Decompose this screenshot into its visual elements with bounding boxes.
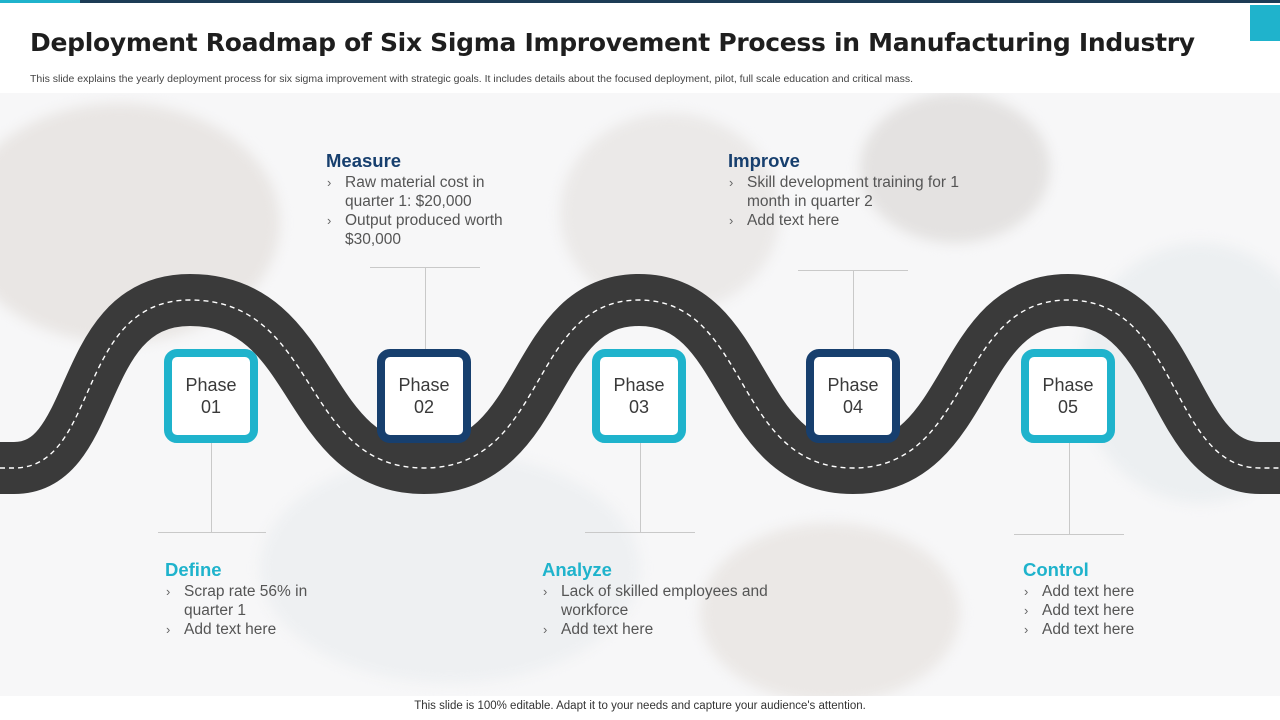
phase-box-03: Phase 03 bbox=[592, 349, 686, 443]
phase-box-05: Phase 05 bbox=[1021, 349, 1115, 443]
analyze-list: ›Lack of skilled employees and workforce… bbox=[542, 582, 792, 639]
define-list: ›Scrap rate 56% in quarter 1 ›Add text h… bbox=[165, 582, 345, 639]
define-heading: Define bbox=[165, 559, 222, 580]
list-item: ›Add text here bbox=[1024, 621, 1135, 638]
bullet-chevron-icon: › bbox=[1024, 622, 1029, 637]
list-item: ›Add text here bbox=[166, 621, 277, 638]
phase-number: 01 bbox=[200, 397, 222, 417]
list-item: ›Lack of skilled employees and workforce bbox=[543, 583, 768, 619]
control-block: Control ›Add text here ›Add text here ›A… bbox=[1023, 560, 1223, 639]
list-item: ›Scrap rate 56% in quarter 1 bbox=[166, 583, 308, 619]
control-heading: Control bbox=[1023, 559, 1089, 580]
bullet-chevron-icon: › bbox=[327, 213, 332, 228]
measure-heading: Measure bbox=[326, 150, 402, 171]
define-block: Define ›Scrap rate 56% in quarter 1 ›Add… bbox=[165, 560, 345, 639]
page-title: Deployment Roadmap of Six Sigma Improvem… bbox=[30, 28, 1195, 57]
list-item: ›Add text here bbox=[1024, 602, 1135, 619]
analyze-block: Analyze ›Lack of skilled employees and w… bbox=[542, 560, 792, 639]
connector-improve-base bbox=[798, 270, 908, 271]
footer-note: This slide is 100% editable. Adapt it to… bbox=[414, 700, 866, 712]
bullet-chevron-icon: › bbox=[543, 584, 548, 599]
measure-list: ›Raw material cost in quarter 1: $20,000… bbox=[326, 173, 536, 249]
control-list: ›Add text here ›Add text here ›Add text … bbox=[1023, 582, 1223, 639]
phase-label: Phase bbox=[398, 375, 450, 395]
connector-measure bbox=[425, 267, 426, 349]
connector-improve bbox=[853, 270, 854, 350]
connector-analyze bbox=[640, 442, 641, 532]
list-item: ›Output produced worth $30,000 bbox=[327, 212, 503, 248]
list-item: ›Add text here bbox=[543, 621, 654, 638]
phase-box-04: Phase 04 bbox=[806, 349, 900, 443]
phase-number: 03 bbox=[628, 397, 650, 417]
connector-analyze-base bbox=[585, 532, 695, 533]
improve-block: Improve ›Skill development training for … bbox=[728, 151, 978, 230]
phase-number: 04 bbox=[842, 397, 864, 417]
phase-box-02: Phase 02 bbox=[377, 349, 471, 443]
improve-heading: Improve bbox=[728, 150, 800, 171]
connector-measure-base bbox=[370, 267, 480, 268]
connector-control bbox=[1069, 442, 1070, 534]
bullet-chevron-icon: › bbox=[729, 175, 734, 190]
bullet-chevron-icon: › bbox=[729, 213, 734, 228]
analyze-heading: Analyze bbox=[542, 559, 612, 580]
bullet-chevron-icon: › bbox=[1024, 603, 1029, 618]
bullet-chevron-icon: › bbox=[1024, 584, 1029, 599]
list-item: ›Raw material cost in quarter 1: $20,000 bbox=[327, 174, 485, 210]
corner-accent-square bbox=[1250, 5, 1280, 41]
phase-label: Phase bbox=[1042, 375, 1094, 395]
connector-define bbox=[211, 442, 212, 532]
connector-define-base bbox=[158, 532, 266, 533]
phase-box-01: Phase 01 bbox=[164, 349, 258, 443]
bullet-chevron-icon: › bbox=[166, 584, 171, 599]
bullet-chevron-icon: › bbox=[166, 622, 171, 637]
list-item: ›Add text here bbox=[729, 212, 840, 229]
measure-block: Measure ›Raw material cost in quarter 1:… bbox=[326, 151, 536, 249]
photo-blob bbox=[860, 93, 1050, 243]
phase-number: 05 bbox=[1057, 397, 1079, 417]
phase-label: Phase bbox=[613, 375, 665, 395]
top-rule bbox=[0, 0, 1280, 3]
improve-list: ›Skill development training for 1 month … bbox=[728, 173, 978, 230]
page-subtitle: This slide explains the yearly deploymen… bbox=[30, 73, 914, 85]
phase-label: Phase bbox=[185, 375, 237, 395]
list-item: ›Skill development training for 1 month … bbox=[729, 174, 959, 210]
road-center-line bbox=[0, 299, 1280, 469]
phase-label: Phase bbox=[827, 375, 879, 395]
bullet-chevron-icon: › bbox=[543, 622, 548, 637]
phase-number: 02 bbox=[413, 397, 435, 417]
connector-control-base bbox=[1014, 534, 1124, 535]
top-rule-accent bbox=[0, 0, 80, 3]
bullet-chevron-icon: › bbox=[327, 175, 332, 190]
photo-blob bbox=[700, 523, 960, 696]
list-item: ›Add text here bbox=[1024, 583, 1135, 600]
